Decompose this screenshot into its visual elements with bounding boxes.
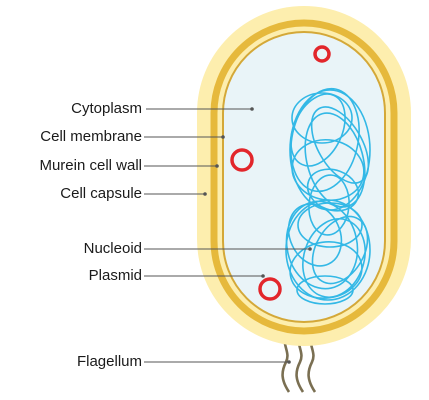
leader-dot-murein-cell-wall xyxy=(215,164,219,168)
label-plasmid: Plasmid xyxy=(89,267,142,284)
leader-dot-cytoplasm xyxy=(250,107,254,111)
plasmid xyxy=(258,277,282,301)
nucleoid xyxy=(285,87,371,305)
label-cell-capsule: Cell capsule xyxy=(60,185,142,202)
plasmid xyxy=(313,45,331,63)
label-nucleoid: Nucleoid xyxy=(84,240,142,257)
leader-dot-nucleoid xyxy=(308,247,312,251)
leader-dot-flagellum xyxy=(287,360,291,364)
label-murein-cell-wall: Murein cell wall xyxy=(39,157,142,174)
leader-dot-cell-capsule xyxy=(203,192,207,196)
leader-lines xyxy=(144,107,312,364)
labels: Cytoplasm Cell membrane Murein cell wall… xyxy=(39,100,142,370)
plasmid xyxy=(230,148,254,172)
leader-dot-cell-membrane xyxy=(221,135,225,139)
label-cytoplasm: Cytoplasm xyxy=(71,100,142,117)
label-flagellum: Flagellum xyxy=(77,353,142,370)
leader-dot-plasmid xyxy=(261,274,265,278)
cell-membrane xyxy=(222,31,386,323)
label-cell-membrane: Cell membrane xyxy=(40,128,142,145)
